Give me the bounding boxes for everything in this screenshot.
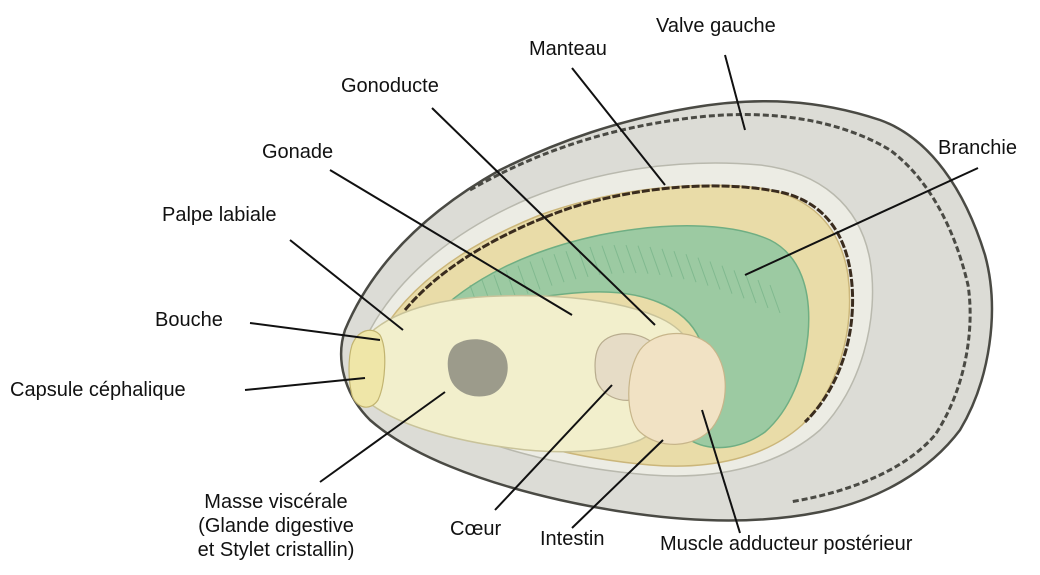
label-valve-gauche: Valve gauche: [656, 14, 776, 38]
label-gonoducte: Gonoducte: [341, 74, 439, 98]
label-muscle-adducteur: Muscle adducteur postérieur: [660, 532, 912, 556]
cephalic-capsule: [349, 330, 385, 407]
adductor-muscle: [629, 334, 726, 445]
label-coeur: Cœur: [450, 517, 501, 541]
label-intestin: Intestin: [540, 527, 604, 551]
label-masse-viscerale-line2: (Glande digestive: [181, 514, 371, 538]
label-masse-viscerale: Masse viscérale (Glande digestive et Sty…: [181, 490, 371, 562]
label-manteau: Manteau: [529, 37, 607, 61]
label-palpe-labiale: Palpe labiale: [162, 203, 277, 227]
label-branchie: Branchie: [938, 136, 1017, 160]
label-masse-viscerale-line1: Masse viscérale: [181, 490, 371, 514]
label-bouche: Bouche: [155, 308, 223, 332]
digestive-gland: [448, 339, 508, 396]
label-capsule-cephalique: Capsule céphalique: [10, 378, 186, 402]
label-masse-viscerale-line3: et Stylet cristallin): [181, 538, 371, 562]
label-gonade: Gonade: [262, 140, 333, 164]
